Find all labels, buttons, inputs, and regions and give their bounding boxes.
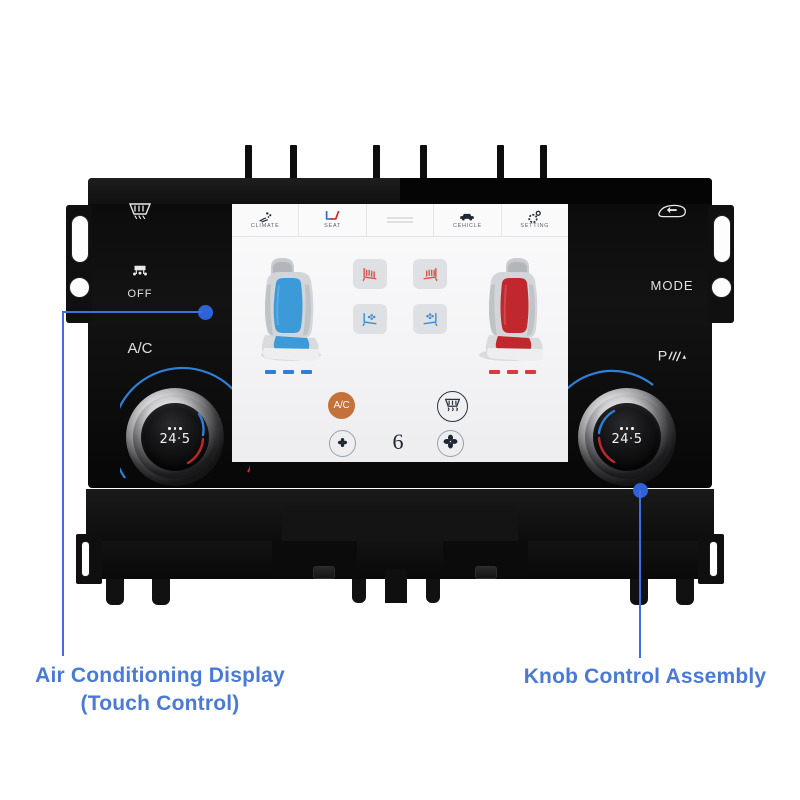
knob-temperature-arc: [597, 409, 616, 464]
knob-face: 24·5: [593, 403, 661, 471]
chassis-foot: [352, 579, 366, 603]
seat-icon: [324, 210, 341, 223]
knob-dot: [631, 427, 634, 430]
chassis-foot: [676, 579, 694, 605]
passenger-seat[interactable]: [466, 255, 558, 374]
driver-temperature-value: 24·5: [159, 431, 191, 447]
right-callout-caption: Knob Control Assembly: [500, 663, 790, 691]
knob-dot-indicators: [168, 427, 182, 430]
fan-speed-value: 6: [392, 429, 404, 454]
right-callout-line-vertical: [639, 490, 641, 658]
tab-setting[interactable]: SETTING: [502, 204, 568, 236]
chassis-center-tab: [385, 569, 407, 603]
knob-dot-indicators: [620, 427, 634, 430]
parking-sensor-button[interactable]: P: [632, 345, 712, 370]
seat-vent-right-button[interactable]: [413, 304, 447, 334]
left-callout-dot: [198, 305, 213, 320]
chassis-lip: [282, 505, 518, 541]
knob-dot: [173, 427, 177, 430]
housing-prong: [540, 145, 547, 183]
driver-seat-indicators: [242, 370, 334, 374]
knob-dot: [179, 427, 182, 430]
auto-off-label: OFF: [127, 288, 153, 300]
indicator-dash: [282, 370, 294, 374]
climate-airflow-icon: [258, 210, 273, 223]
indicator-dash: [506, 370, 518, 374]
chassis-foot: [152, 579, 170, 605]
left-temperature-arc: [120, 366, 250, 479]
menu-lines-icon: [386, 213, 414, 226]
indicator-dash: [300, 370, 312, 374]
mode-button[interactable]: MODE: [632, 278, 712, 293]
chassis-screw: [313, 566, 335, 579]
passenger-temperature-knob[interactable]: 24·5: [578, 388, 676, 486]
housing-prong: [245, 145, 252, 183]
chassis-side-slot: [709, 541, 718, 577]
left-callout-line-horizontal: [62, 311, 202, 313]
tab-vehicle[interactable]: CEHICLE: [434, 204, 502, 236]
right-mounting-bracket: [702, 205, 738, 325]
knob-dot: [620, 427, 623, 430]
chassis-screw: [475, 566, 497, 579]
indicator-dash: [264, 370, 276, 374]
housing-prong: [290, 145, 297, 183]
seat-heat-right-button[interactable]: [413, 259, 447, 289]
seat-vent-left-button[interactable]: [353, 304, 387, 334]
svg-text:P: P: [658, 349, 667, 365]
fan-small-icon: [337, 435, 348, 453]
car-icon: [459, 210, 475, 223]
front-defrost-icon: [443, 396, 462, 418]
tab-climate[interactable]: CLIMATE: [232, 204, 300, 236]
passenger-seat-indicators: [466, 370, 558, 374]
fan-increase-button[interactable]: [437, 430, 464, 457]
chassis-foot: [106, 579, 124, 605]
passenger-temperature-value: 24·5: [611, 431, 643, 447]
seat-function-buttons: [353, 259, 447, 334]
tab-seat[interactable]: SEAT: [299, 204, 367, 236]
recirculation-button[interactable]: [632, 202, 712, 225]
knob-face: 24·5: [141, 403, 209, 471]
mode-label: MODE: [650, 278, 694, 293]
tab-divider[interactable]: [367, 204, 435, 236]
front-defrost-button[interactable]: [437, 391, 468, 422]
auto-off-button[interactable]: OFF: [100, 263, 180, 300]
tab-vehicle-label: CEHICLE: [452, 223, 482, 230]
left-callout-line1: Air Conditioning Display: [35, 664, 285, 687]
ac-toggle-button[interactable]: A/C: [100, 340, 180, 357]
housing-top-edge-right: [400, 178, 712, 204]
product-photo: CLIMATE SEAT: [62, 145, 738, 605]
tab-seat-label: SEAT: [324, 223, 342, 230]
knob-temperature-arc: [186, 412, 205, 465]
seat-heat-left-button[interactable]: [353, 259, 387, 289]
seat-stage: [232, 237, 568, 387]
driver-seat[interactable]: [242, 255, 334, 374]
housing-prong: [373, 145, 380, 183]
housing-prong: [420, 145, 427, 183]
knob-dot: [625, 427, 629, 430]
tab-setting-label: SETTING: [520, 223, 550, 230]
fan-large-icon: [443, 434, 458, 454]
left-callout-line2: (Touch Control): [80, 692, 240, 715]
driver-temperature-knob[interactable]: 24·5: [126, 388, 224, 486]
chassis-foot: [426, 579, 440, 603]
right-callout-line1: Knob Control Assembly: [523, 665, 767, 688]
indicator-dash: [488, 370, 500, 374]
ac-toggle-label: A/C: [127, 340, 153, 357]
left-callout-caption: Air Conditioning Display (Touch Control): [10, 662, 310, 718]
indicator-dash: [524, 370, 536, 374]
chassis-side-slot: [81, 541, 90, 577]
tab-climate-label: CLIMATE: [250, 223, 280, 230]
knob-dot: [168, 427, 171, 430]
display-tab-bar: CLIMATE SEAT: [232, 204, 568, 237]
ac-button[interactable]: A/C: [328, 392, 355, 419]
climate-control-row: A/C: [232, 390, 568, 462]
fan-decrease-button[interactable]: [329, 430, 356, 457]
housing-prong: [497, 145, 504, 183]
left-callout-line-vertical: [62, 311, 64, 656]
air-conditioning-display[interactable]: CLIMATE SEAT: [232, 204, 568, 462]
left-mounting-bracket: [62, 205, 98, 325]
rear-defrost-button[interactable]: [100, 200, 180, 225]
gear-icon: [527, 210, 542, 223]
